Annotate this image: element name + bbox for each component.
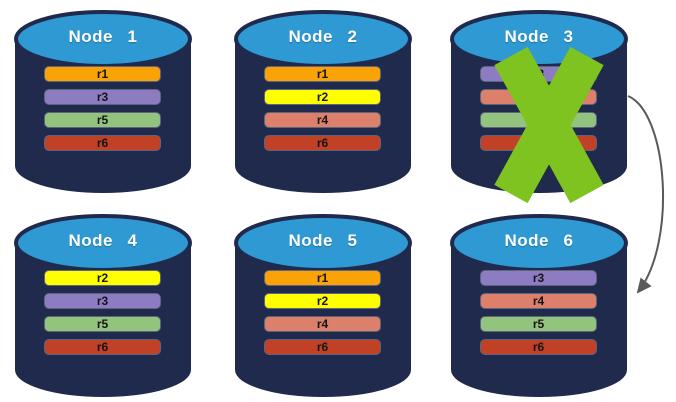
- failure-x-icon: [494, 46, 604, 204]
- cylinder-bottom: [15, 343, 191, 397]
- database-cylinder-icon: [450, 214, 628, 397]
- database-cylinder-icon: [234, 10, 412, 193]
- replica-bar: r5: [45, 317, 160, 331]
- replica-list: r2 r3 r5 r6: [45, 271, 160, 363]
- node-title: Node 6: [504, 231, 574, 250]
- database-cylinder-icon: [14, 10, 192, 193]
- replica-bar: r4: [481, 294, 596, 308]
- cylinder-bottom: [15, 139, 191, 193]
- replica-bar: r3: [45, 294, 160, 308]
- replica-bar: r1: [265, 67, 380, 81]
- replica-bar: r6: [45, 136, 160, 150]
- replica-bar: r2: [265, 90, 380, 104]
- replica-bar: r3: [481, 271, 596, 285]
- node-title: Node 3: [504, 27, 574, 46]
- replica-bar: r3: [45, 90, 160, 104]
- node-1: Node 1 r1 r3 r5 r6: [13, 8, 193, 196]
- node-2: Node 2 r1 r2 r4 r6: [233, 8, 413, 196]
- replica-list: r1 r3 r5 r6: [45, 67, 160, 159]
- node-3: Node 3 r3 r4 r5 r6: [449, 8, 629, 204]
- replica-bar: r1: [265, 271, 380, 285]
- replica-list: r3 r4 r5 r6: [481, 271, 596, 363]
- cylinder-bottom: [451, 343, 627, 397]
- cylinder-bottom: [235, 139, 411, 193]
- cylinder-top: [14, 10, 192, 68]
- cylinder-top: [450, 214, 628, 272]
- replica-bar: r5: [45, 113, 160, 127]
- database-cylinder-icon: [450, 10, 628, 193]
- replica-bar: r1: [45, 67, 160, 81]
- node-5: Node 5 r1 r2 r4 r6: [233, 212, 413, 400]
- node-title: Node 5: [288, 231, 358, 250]
- cylinder-top: [234, 214, 412, 272]
- replica-bar: r4: [265, 113, 380, 127]
- node-title: Node 1: [68, 27, 138, 46]
- node-title: Node 2: [288, 27, 358, 46]
- replica-bar: r6: [265, 340, 380, 354]
- node-title: Node 4: [68, 231, 138, 250]
- cylinder-bottom: [235, 343, 411, 397]
- replica-bar: r2: [45, 271, 160, 285]
- replica-bar: r4: [265, 317, 380, 331]
- node-6: Node 6 r3 r4 r5 r6: [449, 212, 629, 400]
- cylinder-top: [234, 10, 412, 68]
- replica-list: r1 r2 r4 r6: [265, 67, 380, 159]
- node-4: Node 4 r2 r3 r5 r6: [13, 212, 193, 400]
- replica-bar: r6: [45, 340, 160, 354]
- cylinder-top: [450, 10, 628, 68]
- cylinder-top: [14, 214, 192, 272]
- failover-arrow-path: [627, 95, 665, 294]
- replica-bar: r2: [265, 294, 380, 308]
- replica-list: r1 r2 r4 r6: [265, 271, 380, 363]
- replica-bar: r5: [481, 317, 596, 331]
- replica-bar: r6: [481, 340, 596, 354]
- replica-bar: r6: [265, 136, 380, 150]
